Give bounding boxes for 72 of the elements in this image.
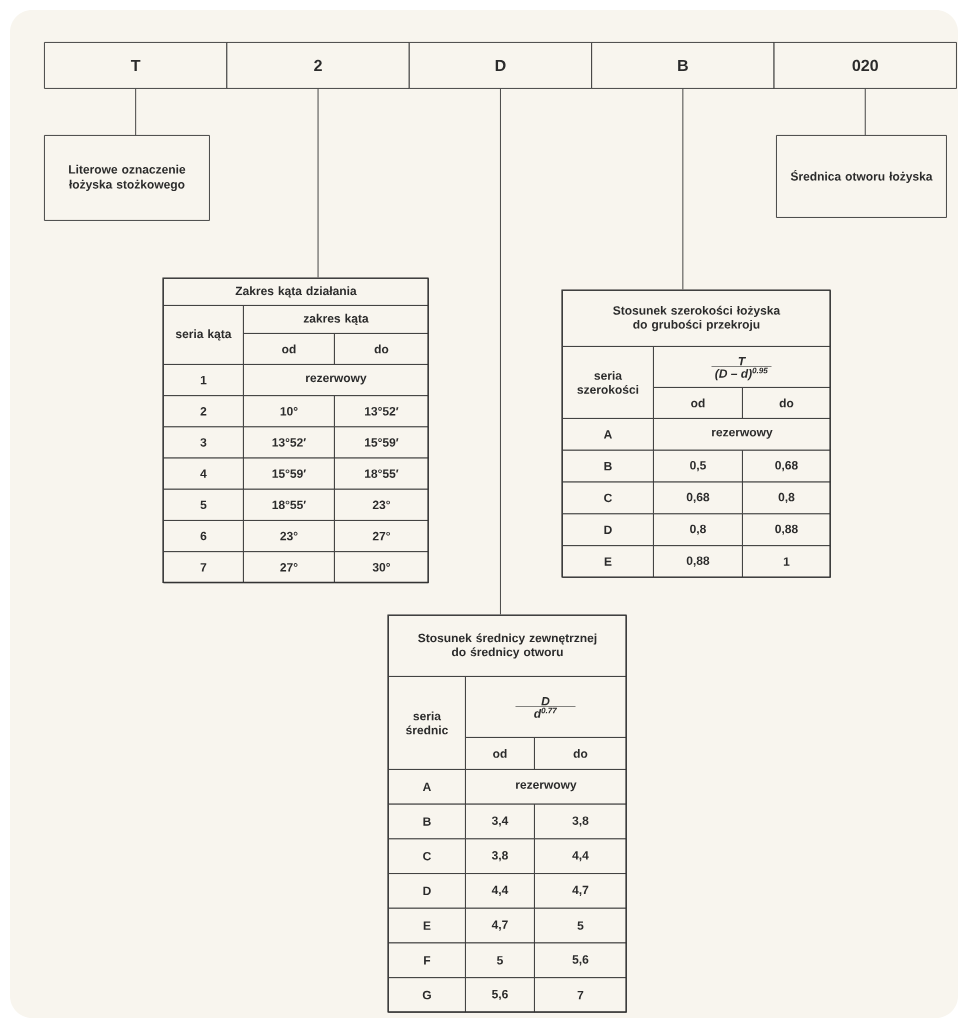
table-cell: 27° — [334, 520, 429, 553]
table-cell: E — [562, 545, 654, 578]
code-cell: D — [408, 42, 593, 89]
table-cell: od — [243, 333, 335, 365]
table-cell: C — [562, 481, 654, 515]
table-cell: 0,68 — [742, 449, 831, 483]
table-cell: B — [562, 449, 654, 483]
table-cell: 0,5 — [653, 449, 743, 483]
table-cell: 0,88 — [653, 545, 743, 578]
table-cell: 1 — [163, 364, 244, 397]
connector-line — [682, 88, 684, 290]
table-cell: 23° — [243, 520, 335, 553]
table-cell: do — [742, 387, 831, 419]
table-cell: A — [388, 769, 466, 805]
table-cell: od — [653, 387, 743, 419]
table-cell: 4,4 — [534, 838, 627, 874]
table-cell: do — [534, 737, 627, 770]
table-cell: 3 — [163, 426, 244, 459]
table-cell: 0,8 — [742, 481, 831, 515]
table-cell: E — [388, 907, 466, 944]
table-cell: 5 — [163, 488, 244, 521]
table-cell: 5 — [534, 907, 627, 944]
table-cell: D — [562, 513, 654, 547]
table-cell: 10° — [243, 395, 335, 428]
table-cell: 5 — [465, 942, 535, 979]
table-cell: 4,4 — [465, 873, 535, 909]
table-cell: 7 — [534, 977, 627, 1013]
table-cell: 15°59′ — [334, 426, 429, 459]
table-cell: 0,88 — [742, 513, 831, 547]
table-cell: 7 — [163, 551, 244, 584]
label-box: Literowe oznaczenie łożyska stożkowego — [44, 135, 210, 221]
table-cell: 0,8 — [653, 513, 743, 547]
table-cell: 1 — [742, 545, 831, 578]
table-cell: 3,8 — [465, 838, 535, 874]
table-title-cell: Zakres kąta działania — [163, 278, 429, 306]
table-cell: 30° — [334, 551, 429, 584]
table-cell: 2 — [163, 395, 244, 428]
label-box: Średnica otworu łożyska — [776, 135, 947, 218]
code-cell: T — [44, 42, 228, 89]
code-cell: 020 — [773, 42, 957, 89]
table-cell: do — [334, 333, 429, 365]
table-cell: seria kąta — [163, 305, 244, 365]
table-cell: 18°55′ — [334, 457, 429, 490]
table-cell: A — [562, 418, 654, 451]
table-cell: 4 — [163, 457, 244, 490]
connector-line — [864, 88, 866, 136]
table-cell: 3,8 — [534, 803, 627, 840]
table-cell: 4,7 — [534, 873, 627, 909]
code-cell: 2 — [226, 42, 410, 89]
table-cell: zakres kąta — [243, 305, 429, 334]
table-cell: 6 — [163, 520, 244, 553]
table-cell: B — [388, 803, 466, 840]
table-cell: 5,6 — [534, 942, 627, 979]
connector-line — [500, 88, 501, 615]
table-cell: 0,68 — [653, 481, 743, 515]
table-cell: F — [388, 942, 466, 979]
table-cell: 3,4 — [465, 803, 535, 840]
table-cell: 18°55′ — [243, 488, 335, 521]
table-cell: D — [388, 873, 466, 909]
table-cell: 4,7 — [465, 907, 535, 944]
table-cell: 13°52′ — [243, 426, 335, 459]
table-cell: 5,6 — [465, 977, 535, 1013]
connector-line — [135, 88, 137, 136]
table-cell: 27° — [243, 551, 335, 584]
table-cell: od — [465, 737, 535, 770]
table-cell: 13°52′ — [334, 395, 429, 428]
connector-line — [317, 88, 319, 278]
table-cell: 15°59′ — [243, 457, 335, 490]
table-cell: G — [388, 977, 466, 1013]
table-cell: C — [388, 838, 466, 874]
table-cell: 23° — [334, 488, 429, 521]
code-cell: B — [591, 42, 775, 89]
